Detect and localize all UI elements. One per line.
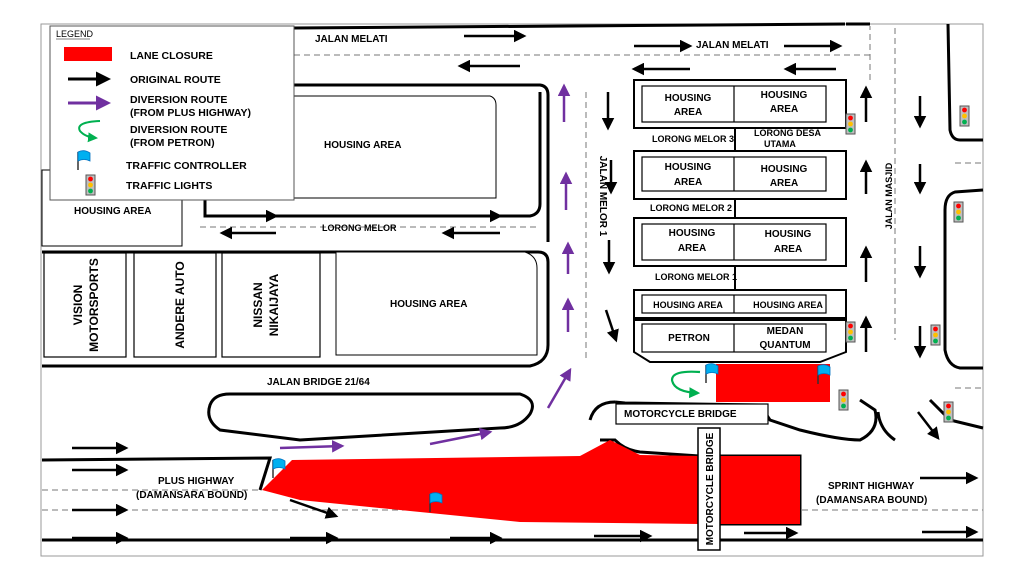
legend-diversion-plus-2: (FROM PLUS HIGHWAY) [130,107,251,119]
traffic-light-icon [943,401,954,423]
road-curbs [41,22,984,550]
plus-highway-label-2: (DAMANSARA BOUND) [136,490,247,501]
legend-diversion-petron-2: (FROM PETRON) [130,137,215,149]
vision-label-1: VISION [71,285,85,326]
block1-left-2: AREA [674,107,702,118]
area-labels: HOUSING AREA HOUSING AREA HOUSING AREA V… [71,90,823,352]
block1-right-1: HOUSING [761,90,808,101]
block1-left-1: HOUSING [665,93,712,104]
jalan-melor-1-label: JALAN MELOR 1 [597,156,608,237]
traffic-light-icon [959,105,970,127]
sprint-highway-label-1: SPRINT HIGHWAY [828,481,915,492]
lane-closure-swatch [64,47,112,61]
housing-area-top-label: HOUSING AREA [324,140,401,151]
lorong-melor-3-label: LORONG MELOR 3 [652,134,734,144]
jalan-melati-right-label: JALAN MELATI [696,40,769,51]
original-route-arrows [72,29,979,545]
jalan-melati-left-label: JALAN MELATI [315,34,388,45]
block2-right-2: AREA [770,178,798,189]
traffic-light-icon [953,201,964,223]
lorong-melor-label: LORONG MELOR [322,223,397,233]
motorcycle-bridge-h-label: MOTORCYCLE BRIDGE [624,409,737,420]
petron-label: PETRON [668,333,710,344]
legend-traffic-controller: TRAFFIC CONTROLLER [126,160,247,172]
plus-highway-label-1: PLUS HIGHWAY [158,476,235,487]
jalan-masjid-label: JALAN MASJID [884,162,894,229]
lorong-desa-label-2: UTAMA [764,139,796,149]
diversion-route-arrows [279,83,575,453]
lorong-desa-label-1: LORONG DESA [754,128,822,138]
lorong-melor-1-label: LORONG MELOR 1 [655,272,737,282]
lane-closure-highway [262,440,800,524]
block4-right: HOUSING AREA [753,300,823,310]
jalan-bridge-label: JALAN BRIDGE 21/64 [267,377,370,388]
medan-label-1: MEDAN [767,326,804,337]
block3-left-2: AREA [678,243,706,254]
block2-right-1: HOUSING [761,164,808,175]
block4-left: HOUSING AREA [653,300,723,310]
housing-area-left-label: HOUSING AREA [74,206,151,217]
andere-label: ANDERE AUTO [173,261,187,348]
road-labels: JALAN MELATI JALAN MELATI LORONG MELOR J… [136,34,927,545]
block1-right-2: AREA [770,104,798,115]
nissan-label-2: NIKAIJAYA [267,273,281,336]
legend-diversion-petron-1: DIVERSION ROUTE [130,124,227,136]
sprint-highway-label-2: (DAMANSARA BOUND) [816,495,927,506]
petron-diversion-arrow [670,370,701,399]
legend-traffic-lights: TRAFFIC LIGHTS [126,180,212,192]
vision-label-2: MOTORSPORTS [87,258,101,352]
housing-area-mid-label: HOUSING AREA [390,299,467,310]
block2-left-2: AREA [674,177,702,188]
traffic-light-icon [930,324,941,346]
traffic-light-icon [845,321,856,343]
traffic-light-icon [845,113,856,135]
medan-label-2: QUANTUM [759,340,810,351]
legend-title: LEGEND [56,29,94,39]
building-outlines [41,79,847,551]
nissan-label-1: NISSAN [251,282,265,327]
legend-original-route: ORIGINAL ROUTE [130,74,221,86]
legend-lane-closure: LANE CLOSURE [130,50,213,62]
traffic-light-icon [838,389,849,411]
motorcycle-bridge-v-label: MOTORCYCLE BRIDGE [705,432,716,545]
legend: LEGEND LANE CLOSURE ORIGINAL ROUTE DIVER… [49,25,295,201]
block2-left-1: HOUSING [665,162,712,173]
block3-right-1: HOUSING [765,229,812,240]
legend-diversion-plus-1: DIVERSION ROUTE [130,94,227,106]
lane-closure-petron [716,364,830,402]
block3-right-2: AREA [774,244,802,255]
block3-left-1: HOUSING [669,228,716,239]
lorong-melor-2-label: LORONG MELOR 2 [650,203,732,213]
